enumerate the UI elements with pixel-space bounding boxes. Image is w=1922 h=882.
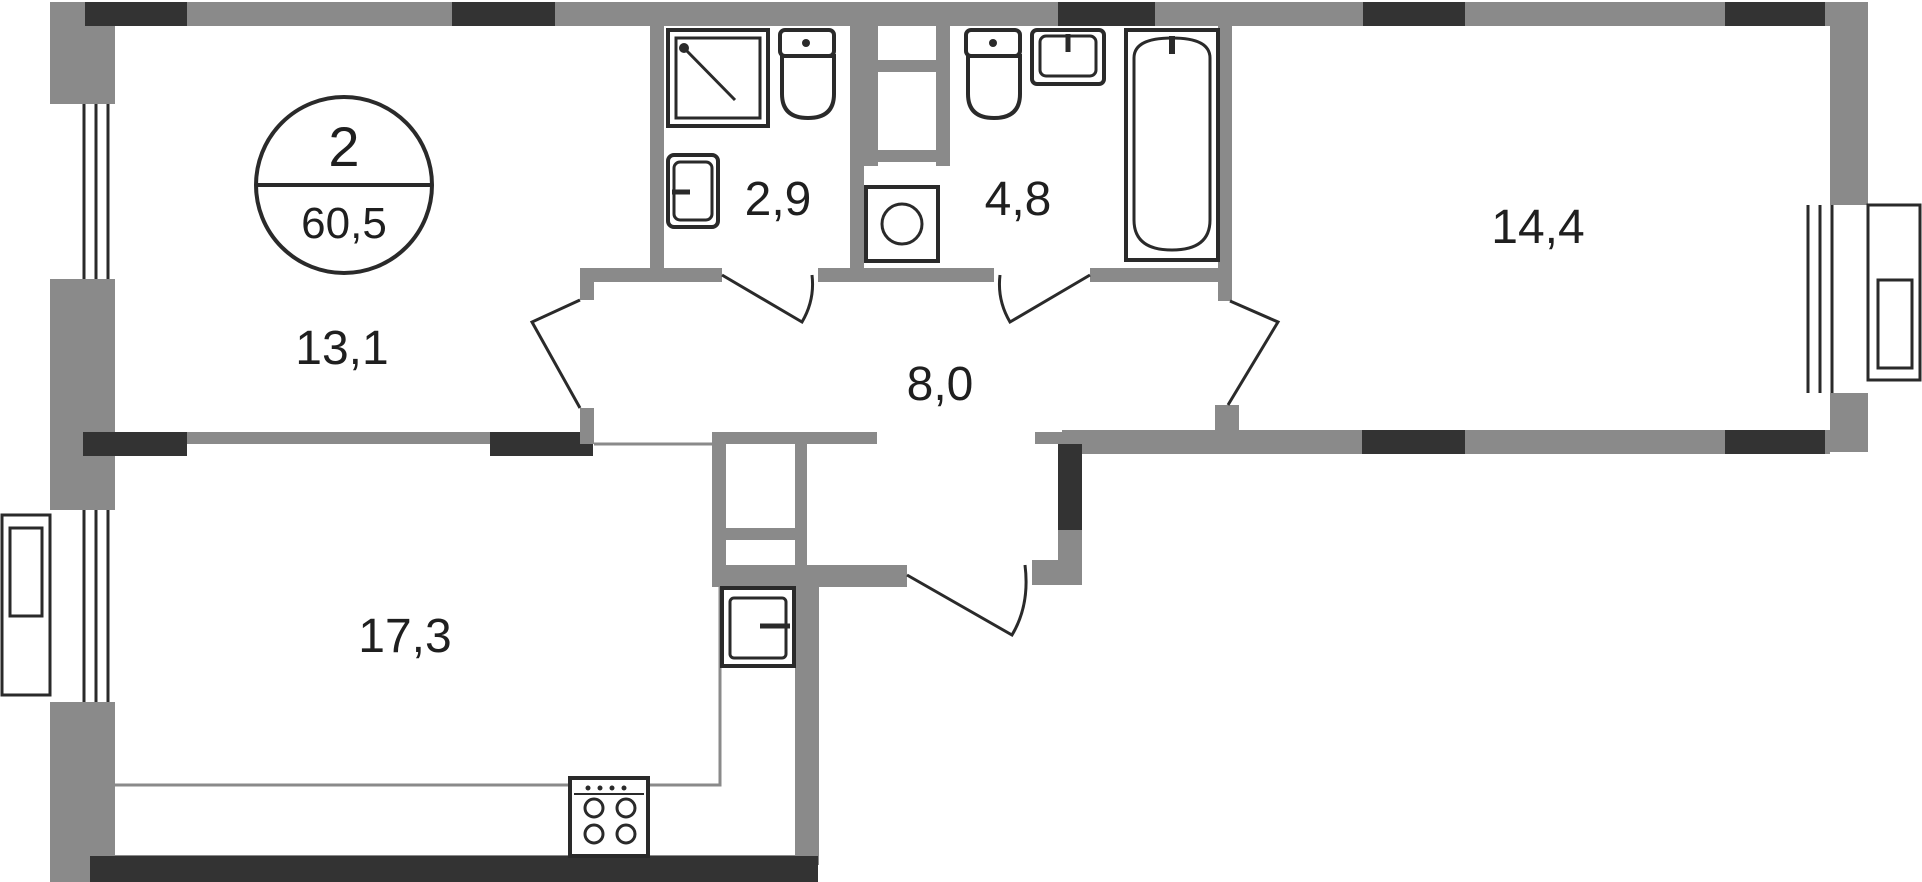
door-wc — [721, 273, 814, 325]
wc-closet-right — [936, 26, 950, 166]
washing-machine-drum — [880, 202, 924, 246]
room-area-bathroom: 4,8 — [985, 173, 1052, 226]
stove-knob — [585, 785, 591, 791]
window-living — [1805, 205, 1868, 393]
closet-shelf — [864, 150, 950, 162]
door-bathroom — [998, 273, 1091, 325]
apartment-badge: 2 60,5 — [254, 95, 434, 275]
washing-machine — [864, 185, 940, 263]
fixtures — [568, 28, 1220, 858]
room-area-wc: 2,9 — [745, 173, 812, 226]
wc-closet-left — [864, 26, 878, 166]
balcony-inner — [1876, 278, 1914, 370]
stove-knob — [597, 785, 603, 791]
shower-inner — [674, 36, 762, 120]
closet-left-wall — [712, 432, 726, 577]
wc-sink — [666, 153, 720, 229]
interior-walls — [187, 26, 1239, 587]
badge-rooms: 2 — [328, 115, 359, 178]
hall-kitchen-wall — [712, 432, 877, 444]
corridor-wall-stub — [580, 268, 594, 300]
dark-segment — [1362, 430, 1465, 454]
bath-sink — [1030, 28, 1106, 86]
toilet-button — [802, 39, 810, 47]
living-door-jamb — [1215, 405, 1239, 432]
toilet-bowl — [780, 54, 836, 121]
badge-total-area: 60,5 — [301, 199, 387, 248]
dark-segment — [83, 432, 187, 456]
dark-segment — [490, 432, 593, 456]
wc-left-wall — [650, 26, 664, 272]
entry-door-jamb — [1032, 560, 1082, 585]
dark-segment — [1725, 430, 1825, 454]
bath-living-wall — [1218, 26, 1232, 301]
stove-burner — [583, 823, 605, 845]
entry-right-jamb — [1035, 432, 1082, 444]
windows — [0, 104, 1922, 702]
corridor-wall-segment — [580, 268, 722, 282]
closet-right-wall — [795, 432, 807, 577]
stove-burner — [583, 797, 605, 819]
corridor-wall-segment — [818, 268, 994, 282]
stove-knob — [621, 785, 627, 791]
room-area-bedroom: 13,1 — [295, 322, 388, 375]
stove-burner — [615, 797, 637, 819]
dark-segment — [1058, 2, 1155, 26]
stove-burner — [615, 823, 637, 845]
door-entrance — [906, 564, 1028, 638]
dark-segment — [85, 2, 187, 26]
bathtub-basin — [1132, 36, 1212, 252]
shower-diagonal — [682, 46, 737, 102]
kitchen-right-wall — [795, 565, 819, 865]
door-bedroom — [529, 298, 582, 409]
bedroom-kitchen-wall — [187, 432, 490, 444]
closet-shelf-wall — [712, 528, 807, 540]
dark-wall-segments — [83, 2, 1825, 882]
stove-knob — [609, 785, 615, 791]
dark-segment — [90, 856, 818, 882]
room-area-living: 14,4 — [1491, 201, 1584, 254]
bedroom-door-jamb — [580, 408, 594, 444]
room-area-kitchen: 17,3 — [358, 610, 451, 663]
doors — [529, 273, 1281, 638]
room-labels: 13,1 17,3 2,9 4,8 8,0 14,4 — [295, 173, 1584, 663]
corridor-wall-segment — [1090, 268, 1230, 282]
dark-segment — [1058, 432, 1082, 532]
entry-wall — [712, 565, 907, 587]
bathtub — [1124, 28, 1220, 262]
dark-segment — [452, 2, 555, 26]
closet-shelf — [864, 60, 950, 72]
top-wall — [85, 2, 1830, 26]
stove — [568, 776, 650, 858]
wc-bath-wall — [850, 26, 864, 272]
toilet-bowl — [966, 54, 1022, 121]
toilet-button — [989, 39, 997, 47]
balcony-inner — [8, 526, 44, 618]
door-living — [1226, 299, 1281, 406]
shower-drain — [679, 43, 689, 53]
room-area-hall: 8,0 — [907, 358, 974, 411]
dark-segment — [1725, 2, 1825, 26]
dark-segment — [1363, 2, 1465, 26]
